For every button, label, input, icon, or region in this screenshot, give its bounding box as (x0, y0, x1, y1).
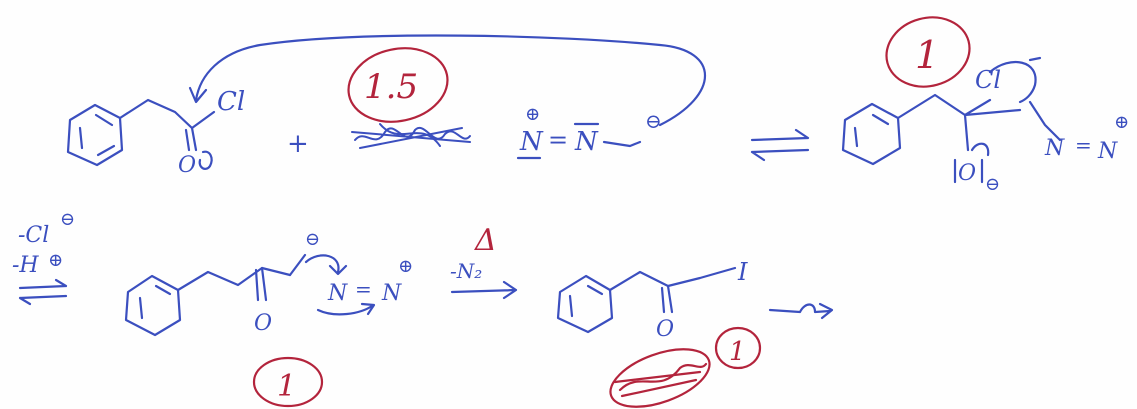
heat-symbol: Δ (474, 223, 497, 258)
n-left: N (519, 127, 544, 157)
benzene-ring-4 (556, 274, 614, 334)
n-right: N (574, 127, 599, 157)
quaternary-center-bonds (963, 98, 1022, 152)
o-intermediate: O (958, 161, 976, 186)
pos-charge-intermediate: ⊕ (1114, 112, 1129, 133)
plus-sign: + (287, 129, 309, 159)
equivalents-1-bottom-left: 1 (277, 369, 296, 404)
neg-charge-c: ⊖ (645, 109, 662, 133)
o-bottom: O (254, 311, 272, 336)
forward-arrow-right (768, 302, 834, 320)
carbonyl-bond-3 (254, 266, 268, 302)
pos-charge-bottom: ⊕ (398, 256, 413, 277)
cl-label: Cl (217, 87, 245, 117)
o-product: O (656, 317, 674, 342)
c-cl-bond (190, 110, 216, 130)
benzene-ring-1 (66, 103, 124, 167)
minus-n2: -N₂ (450, 259, 482, 283)
neg-charge-o-intermediate: ⊖ (985, 174, 1000, 195)
chain-bond-1 (118, 98, 194, 130)
equivalents-circle-bottom-right: 1 (714, 326, 762, 370)
pos-charge-h: ⊕ (48, 250, 63, 271)
conditions-left: -Cl ⊖ -H ⊕ (12, 209, 75, 278)
o-label-top: O (178, 153, 196, 178)
o-push-arrow (970, 142, 990, 157)
benzene-ring-3 (124, 274, 182, 337)
minus-h: -H (12, 253, 39, 278)
diazo-reagent: ⊕ N = N ⊖ (516, 104, 662, 160)
n-intermediate-1: N (1044, 136, 1065, 161)
eq-intermediate: = (1075, 133, 1092, 157)
n-bottom-1: N (327, 281, 348, 306)
n-bottom-2: N (381, 281, 402, 306)
scribbled-red-mark (609, 348, 711, 408)
benzene-ring-2 (841, 102, 902, 166)
n-intermediate-2: N (1097, 139, 1118, 164)
equilibrium-arrow-top (750, 128, 810, 162)
cl-curved-arrow (988, 60, 1037, 104)
o-lone-pair (198, 150, 213, 170)
neg-charge-cl: ⊖ (60, 209, 75, 230)
push-arrow-bottom-2 (316, 302, 376, 316)
curved-attack-arrow (194, 34, 707, 127)
equivalents-1-top: 1 (915, 33, 939, 77)
equivalents-circle-1-5: 1.5 (347, 47, 449, 123)
carbonyl-bond-1 (184, 126, 198, 152)
push-arrow-bottom (304, 254, 348, 276)
scribbled-reagent (351, 123, 471, 149)
minus-cl: -Cl (18, 223, 49, 248)
equivalents-1-5: 1.5 (364, 67, 418, 107)
equilibrium-arrow-bottom (18, 278, 68, 306)
chain-bond-3 (176, 266, 292, 292)
chain-bond-4 (608, 266, 737, 292)
forward-arrow-heat (450, 280, 518, 300)
reaction-conditions-heat: Δ -N₂ (450, 223, 518, 300)
cl-intermediate: Cl (975, 66, 1001, 94)
carbonyl-bond-4 (660, 284, 674, 314)
neg-charge-bottom: ⊖ (305, 229, 320, 250)
attack-arrowhead (188, 86, 208, 104)
eq-bottom: = (355, 277, 372, 301)
pos-charge-n: ⊕ (525, 104, 540, 125)
equivalents-circle-top-right: 1 (885, 16, 971, 88)
chain-bond-2 (896, 93, 967, 120)
equivalents-1-bottom-right: 1 (729, 337, 746, 367)
equals-sign: = (548, 126, 568, 154)
iodine-end: I (737, 258, 748, 286)
equivalents-circle-bottom-left: 1 (252, 356, 324, 408)
